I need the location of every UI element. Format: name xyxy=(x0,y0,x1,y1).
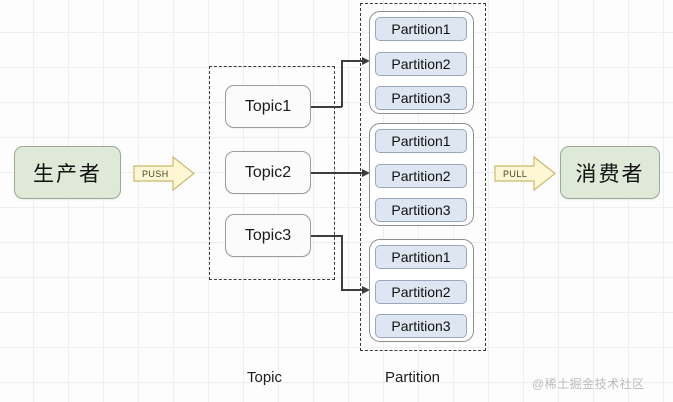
push-arrow-shape xyxy=(133,155,195,192)
caption-topic: Topic xyxy=(247,369,283,386)
producer-node[interactable]: 生产者 xyxy=(14,146,121,199)
caption-partition: Partition xyxy=(385,369,441,386)
push-arrow: PUSH xyxy=(133,155,195,192)
topic-box-3[interactable]: Topic3 xyxy=(225,214,311,257)
partition-box[interactable]: Partition2 xyxy=(375,52,467,76)
connector-topic2-seg-h xyxy=(311,172,366,174)
connector-topic3-arrowhead xyxy=(362,285,370,294)
partition-label: Partition1 xyxy=(391,21,451,37)
partition-label: Partition3 xyxy=(391,90,451,106)
partition-label: Partition1 xyxy=(391,249,451,265)
topic-label: Topic2 xyxy=(244,163,292,181)
watermark: @稀土掘金技术社区 xyxy=(532,377,645,391)
connector-topic3-seg-h2 xyxy=(341,289,366,291)
pull-arrow: PULL xyxy=(494,155,556,192)
consumer-node[interactable]: 消费者 xyxy=(560,146,660,199)
connector-topic1-seg-v xyxy=(341,60,343,107)
partition-box[interactable]: Partition2 xyxy=(375,164,467,188)
connector-topic1-arrowhead xyxy=(362,56,370,65)
partition-label: Partition2 xyxy=(391,56,451,72)
topic-box-2[interactable]: Topic2 xyxy=(225,151,311,194)
partition-label: Partition1 xyxy=(391,133,451,149)
connector-topic1-seg-h1 xyxy=(311,106,342,108)
pull-arrow-shape xyxy=(494,155,556,192)
partition-box[interactable]: Partition3 xyxy=(375,198,467,222)
producer-label: 生产者 xyxy=(33,162,102,186)
partition-box[interactable]: Partition1 xyxy=(375,129,467,153)
partition-box[interactable]: Partition3 xyxy=(375,86,467,110)
connector-topic3-seg-h1 xyxy=(311,235,342,237)
topic-label: Topic1 xyxy=(244,97,292,115)
partition-label: Partition2 xyxy=(391,284,451,300)
partition-box[interactable]: Partition1 xyxy=(375,17,467,41)
topic-box-1[interactable]: Topic1 xyxy=(225,85,311,128)
partition-label: Partition3 xyxy=(391,202,451,218)
consumer-label: 消费者 xyxy=(575,162,645,186)
partition-label: Partition2 xyxy=(391,168,451,184)
connector-topic1-seg-h2 xyxy=(341,60,366,62)
pull-arrow-label: PULL xyxy=(503,168,528,179)
topic-label: Topic3 xyxy=(244,226,292,244)
partition-box[interactable]: Partition2 xyxy=(375,280,467,304)
push-arrow-label: PUSH xyxy=(142,168,169,179)
partition-label: Partition3 xyxy=(391,318,451,334)
connector-topic2-arrowhead xyxy=(362,168,370,177)
connector-topic3-seg-v xyxy=(341,235,343,290)
partition-dashed-container xyxy=(360,3,486,351)
partition-box[interactable]: Partition3 xyxy=(375,314,467,338)
partition-box[interactable]: Partition1 xyxy=(375,245,467,269)
